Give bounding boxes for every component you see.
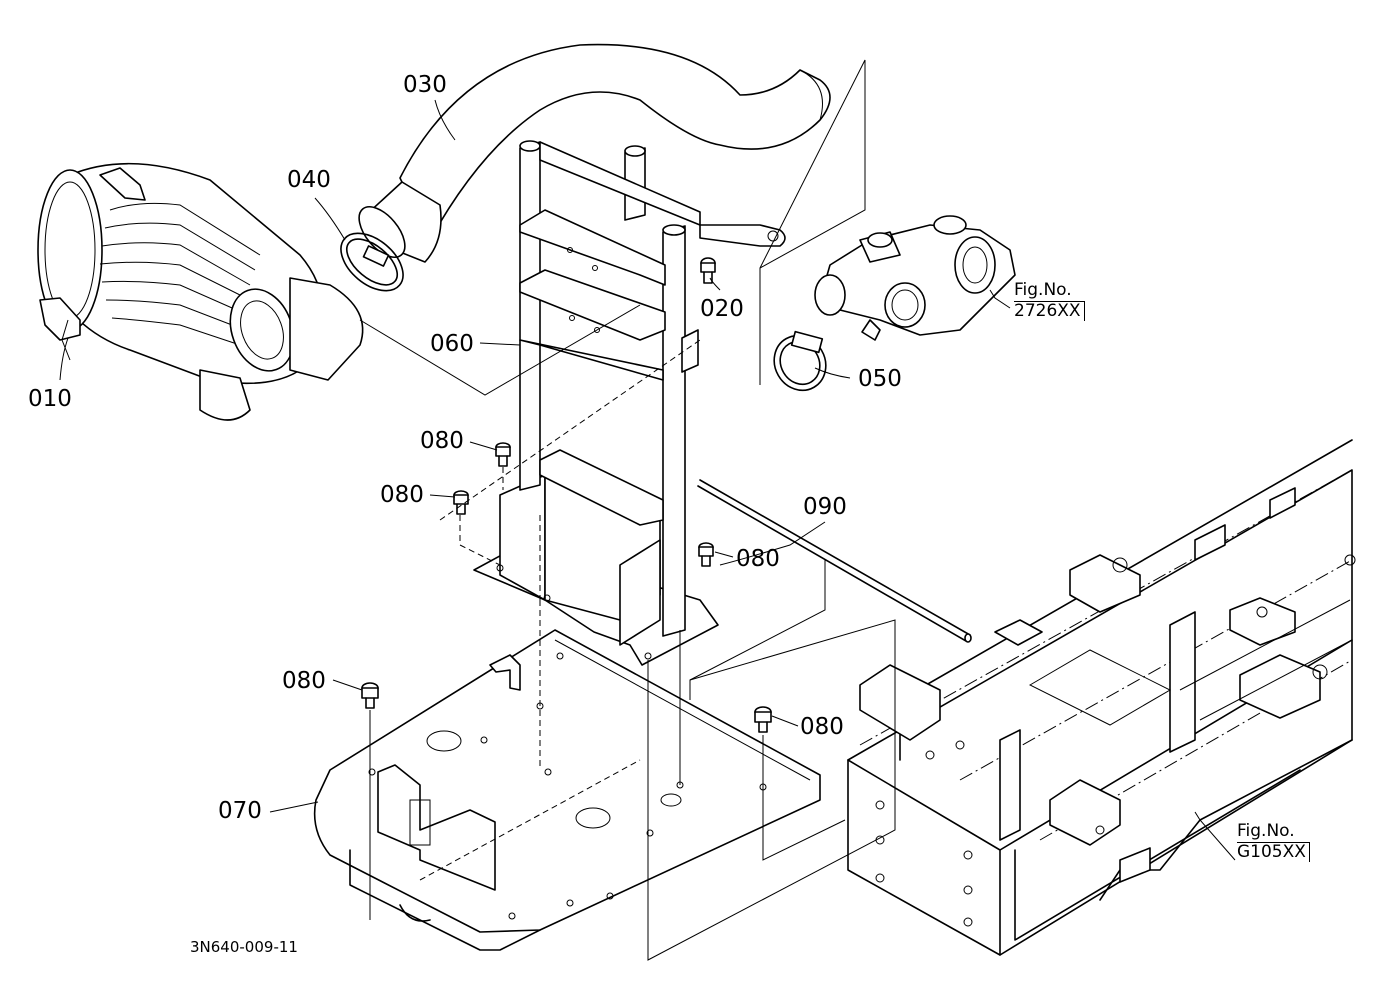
callout-080-a: 080: [420, 428, 464, 454]
fig-ref-turbo[interactable]: Fig.No. 2726XX: [1014, 280, 1085, 322]
bolt-080-d: [361, 682, 379, 709]
floor-plate: [313, 629, 821, 951]
fig-ref-chassis[interactable]: Fig.No. G105XX: [1237, 821, 1310, 863]
callout-010: 010: [28, 386, 72, 412]
fig-ref-number: G105XX: [1237, 841, 1310, 863]
leader-lines: [59, 99, 1236, 861]
turbocharger: [814, 215, 1016, 341]
callout-060: 060: [430, 331, 474, 357]
fig-ref-label: Fig.No.: [1014, 280, 1072, 300]
chassis-frame: [847, 439, 1356, 956]
air-cleaner: [37, 162, 364, 421]
callout-080-e: 080: [800, 714, 844, 740]
bolt-020: [700, 257, 716, 284]
callout-020: 020: [700, 296, 744, 322]
callout-080-b: 080: [380, 482, 424, 508]
assembly-lines: [359, 59, 896, 961]
callout-080-d: 080: [282, 668, 326, 694]
bolts: [361, 257, 772, 733]
drawing-code: 3N640-009-11: [190, 938, 298, 956]
bolt-080-a: [495, 442, 511, 467]
bolt-080-b: [453, 490, 469, 515]
rod-090: [697, 479, 972, 643]
hose-clamp-040: [340, 232, 404, 292]
callout-070: 070: [218, 798, 262, 824]
callout-040: 040: [287, 167, 331, 193]
hose-clamp-050: [773, 330, 827, 392]
callout-030: 030: [403, 72, 447, 98]
bolt-080-e: [754, 706, 772, 733]
callout-080-c: 080: [736, 546, 780, 572]
callout-050: 050: [858, 366, 902, 392]
mounting-frame: [519, 140, 786, 637]
fig-ref-number: 2726XX: [1014, 300, 1085, 322]
fig-ref-label: Fig.No.: [1237, 821, 1295, 841]
callout-090: 090: [803, 494, 847, 520]
bolt-080-c: [698, 542, 714, 567]
